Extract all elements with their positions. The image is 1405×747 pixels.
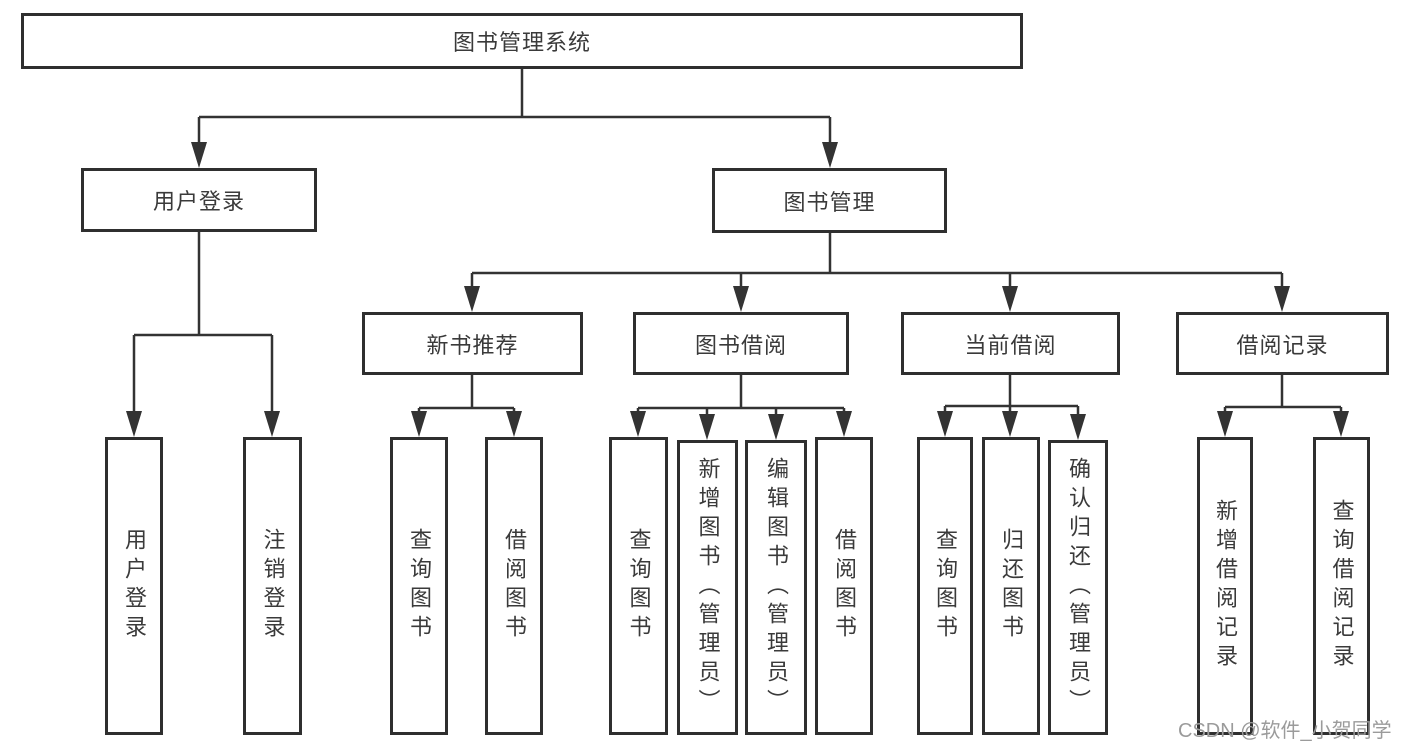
- leaf-user-login: 用户登录: [105, 437, 163, 735]
- node-label: 借阅图书: [502, 528, 527, 644]
- node-label: 图书借阅: [694, 332, 787, 358]
- node-label: 当前借阅: [964, 332, 1057, 358]
- node-label: 查询图书: [626, 528, 652, 644]
- leaf-query-books-current: 查询图书: [917, 437, 973, 735]
- node-label: 查询图书: [407, 528, 432, 644]
- node-label: 借阅记录: [1236, 332, 1329, 358]
- watermark: CSDN @软件_小贺同学: [1178, 720, 1392, 742]
- leaf-query-books-borrow: 查询图书: [609, 437, 668, 735]
- node-label: 新增借阅记录: [1213, 499, 1238, 673]
- leaf-borrow-books: 借阅图书: [815, 437, 873, 735]
- node-borrow-record: 借阅记录: [1176, 312, 1389, 375]
- leaf-add-books-admin: 新增图书（管理员）: [677, 440, 738, 735]
- leaf-logout: 注销登录: [243, 437, 302, 735]
- node-book-borrow: 图书借阅: [633, 312, 849, 375]
- node-label: 借阅图书: [832, 528, 857, 644]
- node-label: 图书管理: [783, 189, 876, 215]
- node-user-login: 用户登录: [81, 168, 317, 232]
- node-current-borrow: 当前借阅: [901, 312, 1120, 375]
- node-book-management: 图书管理: [712, 168, 947, 233]
- node-label: 查询借阅记录: [1329, 499, 1355, 673]
- leaf-add-borrow-record: 新增借阅记录: [1197, 437, 1253, 735]
- node-library-system-root: 图书管理系统: [21, 13, 1023, 69]
- leaf-return-books: 归还图书: [982, 437, 1040, 735]
- node-new-book-recommend: 新书推荐: [362, 312, 583, 375]
- node-label: 新书推荐: [426, 332, 519, 358]
- node-label: 新增图书（管理员）: [695, 457, 721, 718]
- node-label: 编辑图书（管理员）: [764, 457, 789, 718]
- node-label: 图书管理系统: [452, 30, 591, 55]
- node-label: 用户登录: [122, 528, 147, 644]
- node-label: 归还图书: [999, 528, 1024, 644]
- node-label: 查询图书: [933, 528, 958, 644]
- node-label: 用户登录: [152, 189, 245, 214]
- node-label: 注销登录: [260, 528, 286, 644]
- leaf-query-borrow-record: 查询借阅记录: [1313, 437, 1370, 735]
- leaf-query-books-recommend: 查询图书: [390, 437, 448, 735]
- leaf-edit-books-admin: 编辑图书（管理员）: [745, 440, 807, 735]
- node-label: 确认归还（管理员）: [1066, 457, 1091, 718]
- leaf-confirm-return-admin: 确认归还（管理员）: [1048, 440, 1108, 735]
- leaf-borrow-books-recommend: 借阅图书: [485, 437, 543, 735]
